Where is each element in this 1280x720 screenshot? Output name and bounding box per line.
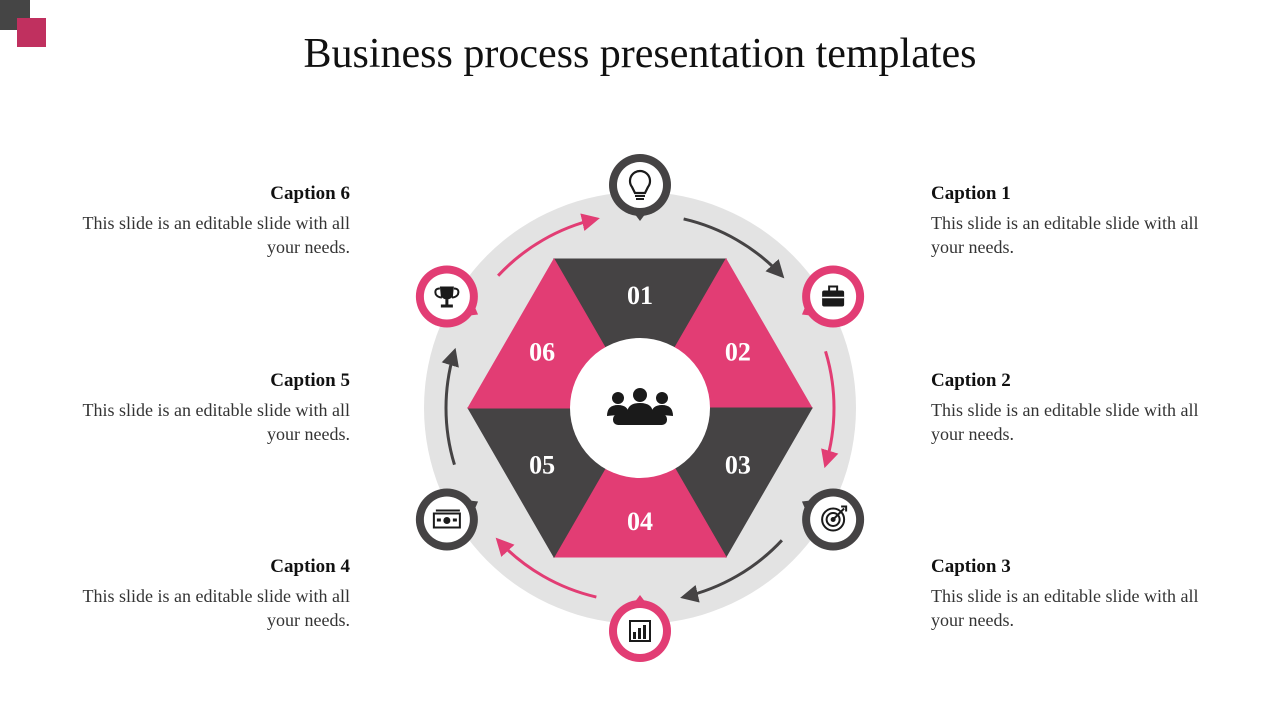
segment-number-04: 04 bbox=[627, 507, 653, 536]
process-cycle-diagram: 01 02 03 04 05 06 bbox=[415, 154, 865, 662]
segment-number-05: 05 bbox=[529, 451, 555, 480]
corner-decoration-pink bbox=[17, 18, 46, 47]
bar-chart-icon bbox=[629, 620, 651, 642]
trophy-icon bbox=[434, 286, 460, 308]
briefcase-icon bbox=[822, 285, 845, 307]
cycle-arrows bbox=[441, 213, 839, 603]
caption-2: Caption 2 This slide is an editable slid… bbox=[931, 370, 1221, 446]
lightbulb-icon bbox=[628, 169, 652, 200]
caption-4-title: Caption 4 bbox=[270, 556, 350, 577]
caption-6-text: This slide is an editable slide with all… bbox=[82, 213, 350, 257]
badge-4 bbox=[609, 595, 671, 662]
caption-4-text: This slide is an editable slide with all… bbox=[82, 586, 350, 630]
team-meeting-icon bbox=[607, 388, 673, 425]
badge-2 bbox=[801, 265, 865, 328]
caption-1-text: This slide is an editable slide with all… bbox=[931, 213, 1199, 257]
money-icon bbox=[432, 509, 461, 529]
slide-title: Business process presentation templates bbox=[303, 31, 977, 77]
cycle-arrow-6 bbox=[497, 213, 600, 277]
caption-1: Caption 1 This slide is an editable slid… bbox=[931, 183, 1221, 259]
cycle-arrow-3 bbox=[680, 539, 783, 603]
caption-4: Caption 4 This slide is an editable slid… bbox=[60, 556, 350, 632]
caption-1-title: Caption 1 bbox=[931, 183, 1011, 204]
segment-number-06: 06 bbox=[529, 338, 555, 367]
caption-3: Caption 3 This slide is an editable slid… bbox=[931, 556, 1221, 632]
icon-badges bbox=[415, 154, 865, 662]
caption-5-title: Caption 5 bbox=[270, 370, 350, 391]
badge-6 bbox=[415, 265, 479, 328]
segment-number-03: 03 bbox=[725, 451, 751, 480]
caption-2-title: Caption 2 bbox=[931, 370, 1011, 391]
caption-3-text: This slide is an editable slide with all… bbox=[931, 586, 1199, 630]
caption-2-text: This slide is an editable slide with all… bbox=[931, 400, 1199, 444]
cycle-arrow-4 bbox=[495, 537, 597, 599]
caption-5-text: This slide is an editable slide with all… bbox=[82, 400, 350, 444]
badge-5 bbox=[415, 488, 479, 551]
caption-5: Caption 5 This slide is an editable slid… bbox=[60, 370, 350, 446]
cycle-arrow-1 bbox=[683, 217, 785, 279]
badge-1 bbox=[609, 154, 671, 221]
cycle-arrow-2 bbox=[821, 350, 839, 469]
segment-number-02: 02 bbox=[725, 338, 751, 367]
caption-6-title: Caption 6 bbox=[270, 183, 350, 204]
caption-3-title: Caption 3 bbox=[931, 556, 1011, 577]
cycle-arrow-5 bbox=[441, 347, 459, 466]
badge-3 bbox=[801, 488, 865, 551]
target-icon bbox=[821, 505, 848, 532]
caption-6: Caption 6 This slide is an editable slid… bbox=[60, 183, 350, 259]
segment-number-01: 01 bbox=[627, 281, 653, 310]
